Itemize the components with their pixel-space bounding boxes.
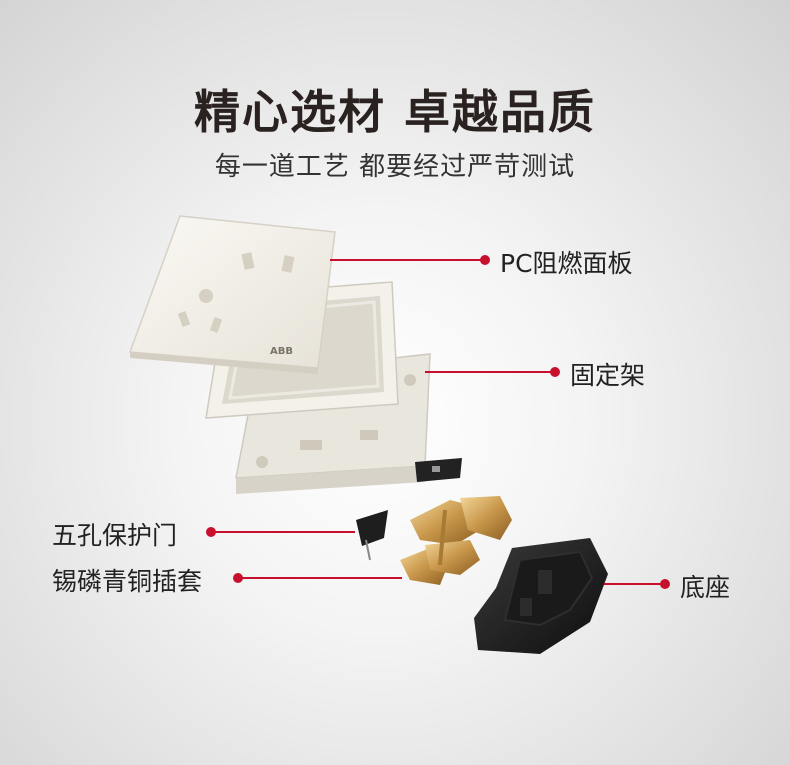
label-base: 底座 — [680, 573, 731, 602]
black-base — [474, 538, 608, 654]
page-subtitle: 每一道工艺 都要经过严苛测试 — [214, 152, 576, 182]
brand-logo: ABB — [270, 346, 293, 357]
label-fixing-frame: 固定架 — [570, 361, 646, 390]
shutter-parts — [356, 458, 462, 561]
callouts — [206, 255, 670, 589]
label-shutter: 五孔保护门 — [52, 521, 178, 550]
label-brass-sleeve: 锡磷青铜插套 — [52, 567, 203, 596]
page-title: 精心选材 卓越品质 — [193, 85, 596, 139]
label-pc-panel: PC阻燃面板 — [500, 249, 633, 278]
brass-sleeves — [400, 496, 512, 585]
pc-panel: ABB — [128, 215, 336, 374]
